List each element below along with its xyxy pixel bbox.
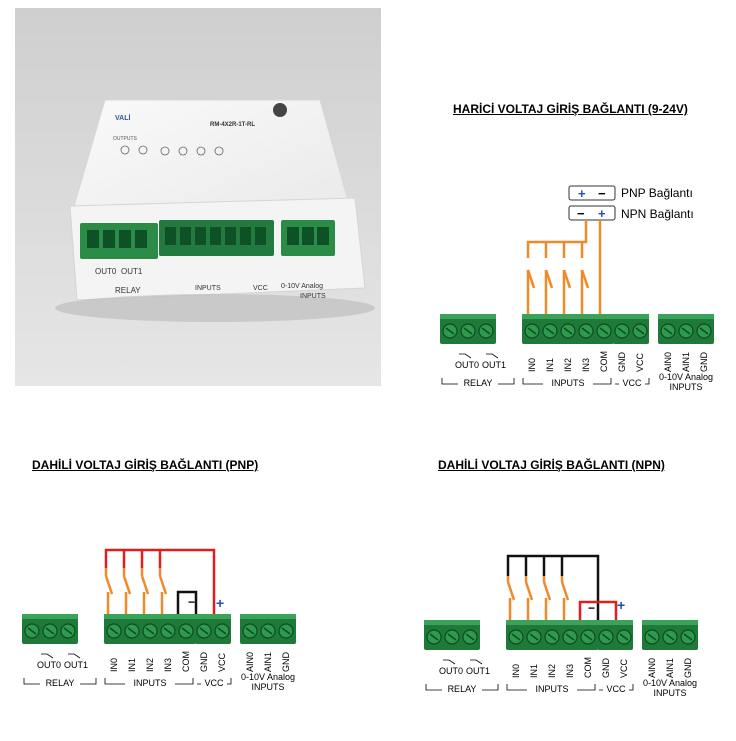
input-pin-label: IN1: [545, 358, 555, 372]
input-pin-label: COM: [583, 657, 593, 678]
outputs-header-label: OUTPUTS: [113, 136, 138, 142]
input-pin-label: IN3: [581, 358, 591, 372]
npn-red-wire: [578, 600, 618, 620]
analog-terminal-block: [658, 314, 714, 344]
vcc-terminal-block: [195, 614, 231, 644]
analog-group-label: 0-10V Analog: [659, 372, 713, 382]
npn-plus-icon: +: [617, 597, 625, 613]
relay-terminal-block: [424, 620, 480, 650]
relay-terminal-block: [22, 614, 78, 644]
external-wires: [526, 220, 602, 314]
title-external: HARİCİ VOLTAJ GİRİŞ BAĞLANTI (9-24V): [453, 102, 688, 116]
photo-analog-inputs-label: INPUTS: [300, 293, 326, 300]
plus-icon: +: [578, 186, 586, 201]
photo-analog-label: 0-10V Analog: [281, 283, 323, 290]
vcc-group-label: VCC: [606, 684, 626, 694]
vcc-pin-label: VCC: [217, 652, 227, 672]
input-pin-label: IN2: [145, 658, 155, 672]
device-photo: VALİ RM-4X2R-1T-RL OUTPUTS OUT0 OUT1 REL…: [15, 8, 381, 386]
relay-group-label: RELAY: [464, 378, 493, 388]
analog-group-label: 0-10V Analog: [643, 678, 697, 688]
pnp-plus-icon: +: [216, 595, 224, 611]
relay-pin-label: OUT0: [37, 660, 61, 670]
photo-relay-label: RELAY: [115, 286, 141, 295]
relay-terminal-block: [440, 314, 496, 344]
inputs-group-label: INPUTS: [551, 378, 584, 388]
photo-out0-label: OUT0: [95, 267, 117, 276]
analog-pin-label: AIN1: [263, 652, 273, 672]
inputs-terminal-block: [104, 614, 196, 644]
vcc-pin-label: VCC: [635, 352, 645, 372]
analog-inputs-group-label: INPUTS: [251, 682, 284, 692]
input-pin-label: IN0: [109, 658, 119, 672]
pnp-red-wires: [104, 548, 216, 614]
vcc-pin-label: GND: [617, 352, 627, 373]
photo-out1-label: OUT1: [121, 267, 143, 276]
analog-pin-label: AIN0: [663, 352, 673, 372]
npn-orange-wires: [506, 576, 570, 620]
vcc-group-label: VCC: [204, 678, 224, 688]
model-label: RM-4X2R-1T-RL: [210, 122, 255, 128]
vcc-group-label: VCC: [622, 378, 642, 388]
vcc-pin-label: GND: [601, 658, 611, 679]
analog-terminal-block: [240, 614, 296, 644]
vcc-terminal-block: [597, 620, 633, 650]
legend-npn-label: NPN Bağlantı: [621, 207, 694, 221]
minus-icon: −: [598, 186, 606, 201]
analog-pin-label: GND: [281, 652, 291, 673]
inputs-group-label: INPUTS: [133, 678, 166, 688]
inputs-terminal-block: [522, 314, 614, 344]
relay-pin-label: OUT0: [455, 360, 479, 370]
title-internal-npn: DAHİLİ VOLTAJ GİRİŞ BAĞLANTI (NPN): [438, 458, 665, 472]
input-pin-label: IN2: [547, 664, 557, 678]
input-pin-label: IN2: [563, 358, 573, 372]
input-pin-label: IN1: [529, 664, 539, 678]
relay-group-label: RELAY: [46, 678, 75, 688]
legend-pnp: + − PNP Bağlantı: [568, 185, 693, 201]
analog-pin-label: GND: [699, 352, 709, 373]
npn-minus-icon: −: [588, 601, 595, 615]
svg-text:−: −: [577, 206, 585, 221]
relay-pin-label: OUT1: [482, 360, 506, 370]
svg-text:+: +: [598, 206, 606, 221]
relay-pin-label: OUT1: [466, 666, 490, 676]
analog-pin-label: AIN0: [245, 652, 255, 672]
vcc-terminal-block: [613, 314, 649, 344]
analog-pin-label: AIN0: [647, 658, 657, 678]
analog-pin-label: GND: [683, 658, 693, 679]
input-pin-label: IN0: [527, 358, 537, 372]
diagram-external: + − PNP Bağlantı − + NPN Bağlantı: [436, 180, 726, 400]
input-pin-label: IN3: [163, 658, 173, 672]
analog-inputs-group-label: INPUTS: [669, 382, 702, 392]
legend-pnp-label: PNP Bağlantı: [621, 186, 693, 200]
input-pin-label: COM: [599, 351, 609, 372]
vcc-pin-label: GND: [199, 652, 209, 673]
inputs-group-label: INPUTS: [535, 684, 568, 694]
input-pin-label: IN1: [127, 658, 137, 672]
analog-inputs-group-label: INPUTS: [653, 688, 686, 698]
legend-npn: − + NPN Bağlantı: [568, 205, 694, 221]
input-pin-label: COM: [181, 651, 191, 672]
brand-label: VALİ: [115, 114, 130, 122]
npn-black-wires: [506, 554, 600, 620]
photo-inputs-label: INPUTS: [195, 285, 221, 292]
relay-pin-label: OUT0: [439, 666, 463, 676]
relay-pin-label: OUT1: [64, 660, 88, 670]
analog-pin-label: AIN1: [665, 658, 675, 678]
vcc-pin-label: VCC: [619, 658, 629, 678]
analog-group-label: 0-10V Analog: [241, 672, 295, 682]
pnp-black-wire: [176, 590, 198, 614]
photo-vcc-label: VCC: [253, 285, 268, 292]
pnp-orange-wires: [104, 568, 168, 614]
inputs-terminal-block: [506, 620, 598, 650]
analog-terminal-block: [642, 620, 698, 650]
title-internal-pnp: DAHİLİ VOLTAJ GİRİŞ BAĞLANTI (PNP): [32, 458, 259, 472]
pnp-minus-icon: −: [188, 595, 195, 609]
input-pin-label: IN0: [511, 664, 521, 678]
analog-pin-label: AIN1: [681, 352, 691, 372]
input-pin-label: IN3: [565, 664, 575, 678]
relay-group-label: RELAY: [448, 684, 477, 694]
